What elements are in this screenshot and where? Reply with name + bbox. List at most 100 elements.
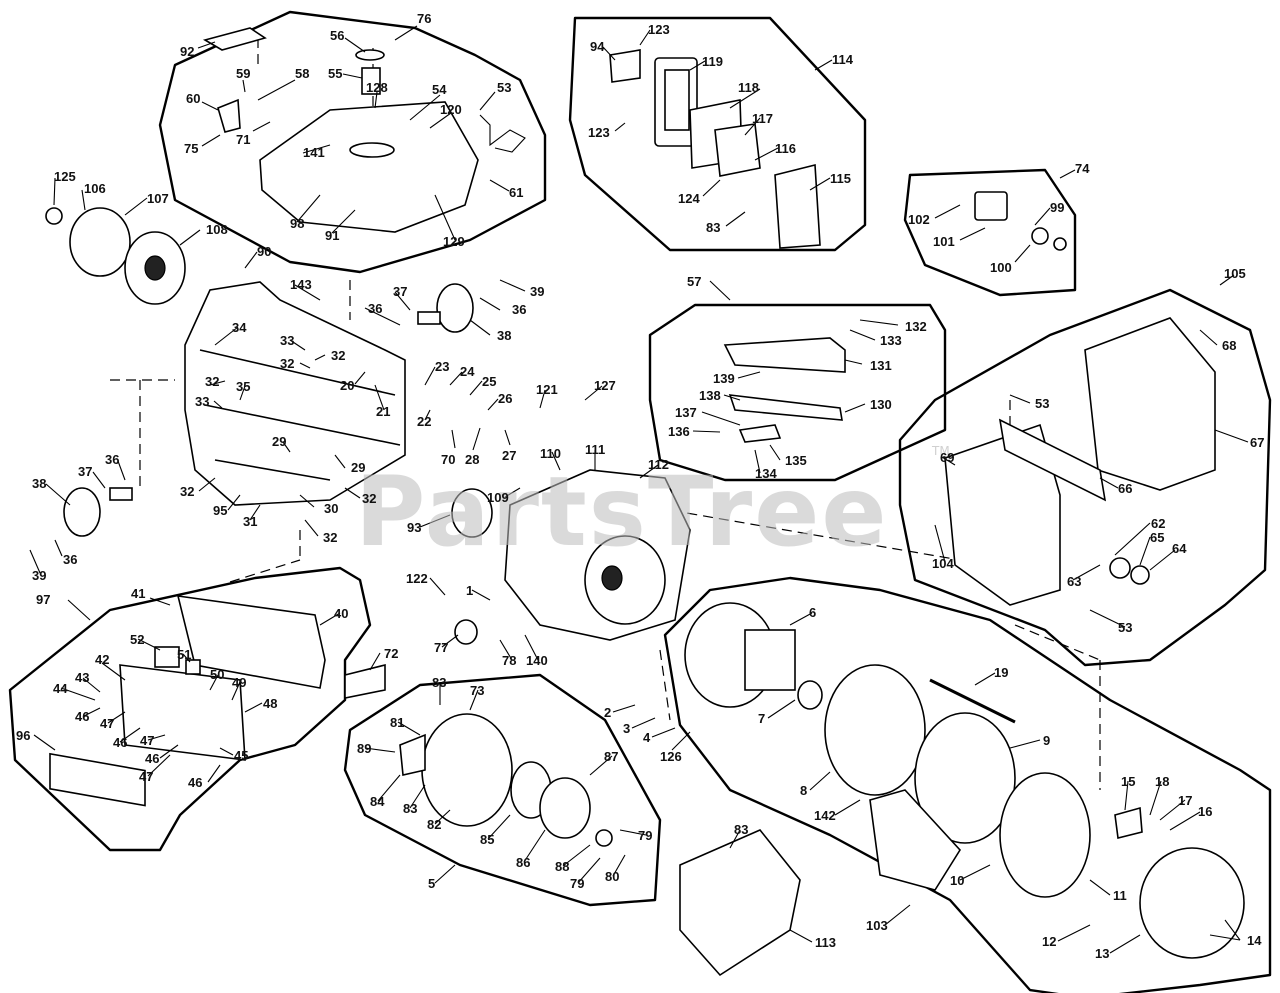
dash-line (639, 504, 961, 561)
callout-50: 50 (210, 667, 224, 682)
callout-41: 41 (131, 586, 145, 601)
callout-119: 119 (702, 54, 723, 69)
callout-23: 23 (435, 359, 449, 374)
fuel-tank-group-outline (158, 10, 547, 274)
watermark-trademark: TM (931, 444, 950, 458)
callout-83b: 83 (432, 675, 446, 690)
callout-38a: 38 (497, 328, 511, 343)
callout-74: 74 (1075, 161, 1090, 176)
stator-8-drawing (824, 664, 926, 796)
callout-115: 115 (830, 171, 851, 186)
fuel-valve-group-outline (903, 168, 1077, 297)
callout-97: 97 (36, 592, 50, 607)
leader-lines (29, 25, 1249, 954)
callout-110: 110 (540, 446, 561, 461)
callout-91: 91 (325, 228, 339, 243)
callout-32b: 32 (280, 356, 294, 371)
callout-42: 42 (95, 652, 109, 667)
callout-2: 2 (604, 705, 611, 720)
callout-114: 114 (832, 52, 854, 67)
callout-10: 10 (950, 873, 964, 888)
fuel-valve-drawing (974, 191, 1008, 221)
callout-109: 109 (487, 490, 509, 505)
alignment-lines (110, 38, 1101, 790)
through-bolt-19-drawing (929, 678, 1016, 724)
wire-harness-142-drawing (869, 789, 962, 891)
callout-83a: 83 (706, 220, 720, 235)
callout-62: 62 (1151, 516, 1165, 531)
callout-77: 77 (434, 640, 448, 655)
callout-123b: 123 (588, 125, 610, 140)
stator-cover-9-drawing (914, 712, 1016, 844)
parts (45, 27, 1245, 977)
callout-38b: 38 (32, 476, 46, 491)
callout-33a: 33 (280, 333, 294, 348)
label-72-drawing (344, 663, 386, 699)
callout-32a: 32 (331, 348, 345, 363)
callout-120: 120 (440, 102, 462, 117)
callout-18: 18 (1155, 774, 1169, 789)
callout-95: 95 (213, 503, 227, 518)
decal-96-drawing (49, 752, 146, 807)
muffler-heat-plate (998, 418, 1107, 502)
callout-136: 136 (668, 424, 690, 439)
callout-79b: 79 (570, 876, 584, 891)
starter-handle-drawing (399, 733, 426, 776)
callout-46d: 46 (188, 775, 202, 790)
callout-131: 131 (870, 358, 892, 373)
callout-1: 1 (466, 583, 473, 598)
bearing-7-drawing (797, 680, 823, 710)
bracket-131-drawing (723, 337, 846, 373)
end-bell-10-drawing (999, 772, 1091, 898)
breaker-51-drawing (185, 659, 201, 675)
group-outlines (8, 10, 1272, 993)
callout-39b: 39 (32, 568, 46, 583)
fuel-valve-screen (1053, 237, 1067, 251)
axle-spacer-left (109, 487, 133, 501)
callout-83c: 83 (403, 801, 417, 816)
callout-108: 108 (206, 222, 228, 237)
callout-71: 71 (236, 132, 250, 147)
control-panel-group-outline (8, 566, 372, 852)
muffler-group-outline (898, 288, 1272, 667)
callout-127: 127 (594, 378, 616, 393)
callout-43: 43 (75, 670, 89, 685)
callout-124: 124 (678, 191, 700, 206)
callout-92: 92 (180, 44, 194, 59)
callout-30: 30 (324, 501, 338, 516)
callout-11: 11 (1113, 888, 1127, 903)
callout-94: 94 (590, 39, 605, 54)
wheel-left-drawing (63, 487, 101, 537)
callout-69: 69 (940, 450, 954, 465)
callout-31: 31 (243, 514, 257, 529)
starter-housing-drawing (421, 713, 513, 827)
callout-102: 102 (908, 212, 930, 227)
callout-57: 57 (687, 274, 701, 289)
callout-53a: 53 (497, 80, 511, 95)
callout-81: 81 (390, 715, 404, 730)
callout-93: 93 (407, 520, 421, 535)
callout-59: 59 (236, 66, 250, 81)
fuel-gauge-drawing (217, 98, 241, 133)
fuel-tank-neck (349, 142, 395, 158)
muffler-body-drawing (944, 423, 1061, 606)
callout-29b: 29 (351, 460, 365, 475)
callout-44: 44 (53, 681, 68, 696)
callout-37a: 37 (393, 284, 407, 299)
dash-line (659, 649, 671, 721)
callout-83d: 83 (734, 822, 748, 837)
watermark-text: PartsTree (355, 456, 888, 568)
callout-116: 116 (775, 141, 796, 156)
callout-129: 129 (443, 234, 465, 249)
callout-45: 45 (234, 748, 248, 763)
callout-75: 75 (184, 141, 198, 156)
callout-47b: 47 (140, 733, 154, 748)
callout-58: 58 (295, 66, 309, 81)
fuel-line-drawing (479, 114, 526, 153)
callout-105: 105 (1224, 266, 1246, 281)
callout-36a: 36 (368, 301, 382, 316)
outlet-52-drawing (154, 646, 180, 668)
callout-101: 101 (933, 234, 955, 249)
air-filter-element-drawing (664, 69, 690, 131)
